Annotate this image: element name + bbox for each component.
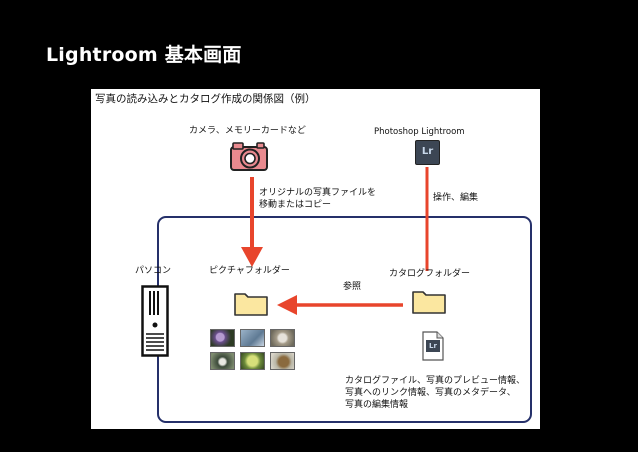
photo-thumbnail <box>270 352 295 370</box>
edit-label: 操作、編集 <box>433 193 479 203</box>
photo-thumbnail <box>240 329 265 347</box>
edit-line <box>424 167 430 271</box>
import-arrow <box>241 177 263 269</box>
pictures-folder-label: ピクチャフォルダー <box>209 266 290 276</box>
catalog-file-icon: Lr <box>422 331 444 361</box>
photo-thumbnail <box>270 329 295 347</box>
photo-thumbnail <box>240 352 265 370</box>
import-label-line2: 移動またはコピー <box>259 200 332 210</box>
slide-title: Lightroom 基本画面 <box>46 44 242 66</box>
camera-label: カメラ、メモリーカードなど <box>189 126 306 136</box>
import-label-line1: オリジナルの写真ファイルを <box>259 188 377 198</box>
catalog-folder-label: カタログフォルダー <box>389 269 471 279</box>
catalog-file-badge: Lr <box>429 342 437 350</box>
catalog-desc-line2: 写真へのリンク情報、写真のメタデータ、 <box>345 388 516 398</box>
pc-tower-icon <box>141 285 169 357</box>
reference-label: 参照 <box>343 282 362 292</box>
diagram-title: 写真の読み込みとカタログ作成の関係図（例） <box>95 93 316 105</box>
lightroom-badge: Lr <box>421 146 434 157</box>
photo-thumbnail <box>210 352 235 370</box>
lightroom-label: Photoshop Lightroom <box>374 127 465 137</box>
pc-label: パソコン <box>135 266 172 276</box>
catalog-desc-line1: カタログファイル、写真のプレビュー情報、 <box>345 376 526 386</box>
catalog-desc-line3: 写真の編集情報 <box>345 400 409 410</box>
catalog-folder-icon <box>411 287 447 315</box>
lightroom-app-icon: Lr <box>415 140 440 165</box>
photo-thumbnail <box>210 329 235 347</box>
reference-arrow <box>277 294 403 316</box>
camera-icon <box>229 140 269 172</box>
diagram-panel: 写真の読み込みとカタログ作成の関係図（例） カメラ、メモリーカードなど Phot… <box>91 89 540 429</box>
pictures-folder-icon <box>233 289 269 317</box>
